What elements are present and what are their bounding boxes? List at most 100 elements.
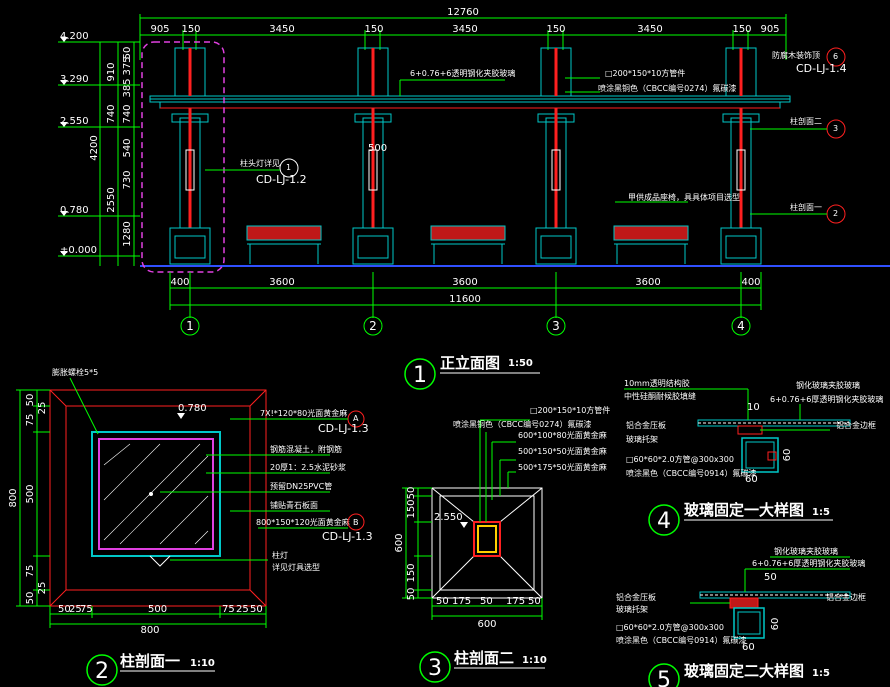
section2-total-dim: 600 (477, 619, 496, 630)
bench-note: 甲供成品座椅，具具体项目选型 (628, 192, 740, 202)
level-lines (58, 41, 140, 266)
section1-bottom-dim: 25 (236, 604, 249, 615)
section1-left-dim: 25 (37, 582, 48, 595)
left-dim: 730 (122, 170, 133, 189)
level-marker-icon (60, 37, 68, 42)
bottom-total-dim: 11600 (449, 294, 481, 305)
detail5-note: 6+0.76+6厚透明钢化夹胶玻璃 (752, 558, 865, 568)
axis-bubble (731, 316, 751, 336)
detail5-note: □60*60*2.0方管@300x300 (616, 622, 724, 632)
level-label: 0.780 (60, 205, 89, 216)
column-4 (720, 47, 762, 265)
title-marker-number: 3 (428, 656, 442, 681)
section1-bottom-dim: 500 (148, 604, 167, 615)
title-marker-number: 2 (95, 659, 109, 684)
section1-ref-b-circle (347, 513, 365, 531)
left-dim: 50 (122, 47, 133, 60)
section-ref-label: 柱剖面二 (790, 116, 822, 126)
section2-bottom-dim: 50 (528, 596, 541, 607)
column-2 (352, 47, 394, 265)
detail5-note: 铝合金边框 (826, 592, 866, 602)
top-dim: 905 (760, 24, 779, 35)
section1-bottom-dim: 75 (222, 604, 235, 615)
section1-ref-b-code: CD-LJ-1.3 (322, 530, 373, 543)
pvc-pipe-center (149, 492, 153, 496)
section1-left-dim: 25 (37, 402, 48, 415)
left-dim: 740 (106, 104, 117, 123)
concrete-hatch (103, 443, 209, 545)
bottom-dim: 3600 (269, 277, 294, 288)
detail-ref-code: CD-LJ-1.4 (796, 62, 847, 75)
section1-bottom-dim: 75 (80, 604, 93, 615)
drawing-title: 柱剖面二 (454, 649, 514, 667)
left-dim: 385 (122, 78, 133, 97)
top-dim: 150 (546, 24, 565, 35)
lamp-symbol (149, 555, 171, 567)
section2-left-dim: 150 (406, 563, 417, 582)
title-marker-number: 4 (657, 509, 671, 534)
top-dim: 150 (181, 24, 200, 35)
drawing-scale: 1:10 (522, 655, 547, 666)
bench-3 (613, 225, 689, 264)
detail5-note: 铝合金压板 (616, 592, 656, 602)
left-dim: 375 (122, 56, 133, 75)
detail-4-drawing: 10mm透明结构胶 中性硅酮耐候胶填缝 钢化玻璃夹胶玻璃 6+0.76+6厚透明… (624, 378, 883, 536)
detail4-note: 中性硅酮耐候胶填缝 (624, 391, 696, 401)
detail-ref-code: CD-LJ-1.2 (256, 173, 307, 186)
glass-note: 6+0.76+6透明钢化夹胶玻璃 (410, 68, 515, 78)
title-marker-number: 5 (657, 668, 671, 687)
detail4-note: 6+0.76+6厚透明钢化夹胶玻璃 (770, 394, 883, 404)
detail-ref-number: 1 (286, 163, 291, 172)
detail5-note: 玻璃托架 (616, 604, 648, 614)
section-ref-number: 6 (833, 52, 838, 61)
title-marker-circle (404, 358, 436, 390)
detail4-note: □60*60*2.0方管@300x300 (626, 454, 734, 464)
section-ref-number: 2 (833, 209, 838, 218)
detail4-note: 10mm透明结构胶 (624, 378, 690, 388)
title-marker-circle (419, 651, 451, 683)
detail4-dim: 60 (782, 449, 793, 462)
section1-note: 膨胀螺栓5*5 (52, 367, 98, 377)
paint-note: 喷涂黑铜色（CBCC编号0274）氟碳漆 (598, 83, 736, 93)
left-dim: 2550 (106, 187, 117, 212)
title-marker-circle (648, 504, 680, 536)
section1-bottom-dim: 50 (58, 604, 71, 615)
axis-label: 1 (186, 319, 194, 333)
drawing-scale: 1:5 (812, 668, 830, 679)
level-label: 4.200 (60, 31, 89, 42)
section2-note: 500*150*50光面黄金麻 (518, 446, 607, 456)
section1-ref-a-code: CD-LJ-1.3 (318, 422, 369, 435)
section1-note: 柱灯 (272, 550, 288, 560)
section2-note: 500*175*50光面黄金麻 (518, 462, 607, 472)
section1-left-dim: 800 (8, 488, 19, 507)
detail4-note: 玻璃托架 (626, 434, 658, 444)
section1-level: 0.780 (178, 403, 207, 414)
section1-bottom-dim: 50 (250, 604, 263, 615)
detail4-note: 喷涂黑色（CBCC编号0914）氟碳漆 (626, 468, 756, 478)
top-dimension-lines (139, 14, 787, 60)
section2-left-dim: 150 (406, 499, 417, 518)
drawing-scale: 1:10 (190, 658, 215, 669)
section-ref-label: 柱剖面一 (790, 202, 822, 212)
section1-note: 预留DN25PVC管 (270, 481, 332, 491)
axis-label: 4 (737, 319, 745, 333)
title-marker-circle (648, 663, 680, 687)
section2-left-dim: 50 (406, 588, 417, 601)
top-total-dim: 12760 (447, 7, 479, 18)
detail4-dim: 10 (747, 402, 760, 413)
column-width-dim: 500 (368, 143, 387, 154)
detail4-note: 铝合金压板 (626, 420, 666, 430)
axis-bubble (363, 316, 383, 336)
detail5-note: 钢化玻璃夹胶玻璃 (774, 546, 838, 556)
section-ref-number: 3 (833, 124, 838, 133)
section2-left-dim: 50 (406, 487, 417, 500)
level-marker-icon (60, 251, 68, 256)
section2-bottom-dim: 175 (506, 596, 525, 607)
top-dim: 150 (364, 24, 383, 35)
top-dim: 3450 (637, 24, 662, 35)
section1-ref-a-letter: A (353, 414, 359, 423)
wood-cap-note: 防腐木装饰顶 (772, 50, 820, 60)
level-marker-icon (60, 122, 68, 127)
level-label: ±0.000 (60, 245, 97, 256)
detail5-dim: 50 (764, 572, 777, 583)
